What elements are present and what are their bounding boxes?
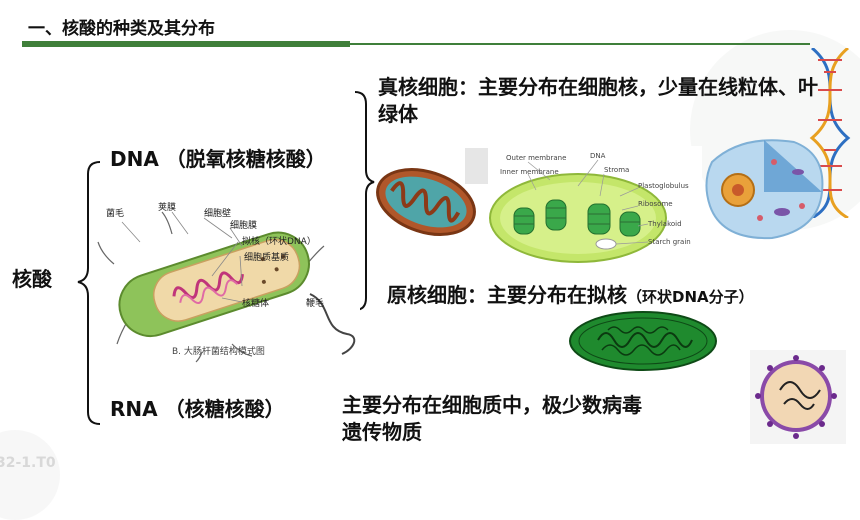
brace-lines xyxy=(77,91,375,425)
label-ribosome: 核糖体 xyxy=(242,297,269,309)
label-thylakoid: Thylakoid xyxy=(647,220,682,228)
label-outer-membrane: Outer membrane xyxy=(506,154,566,162)
nucleic-acid-label: 核酸 xyxy=(12,267,52,291)
slide-title: 一、核酸的种类及其分布 xyxy=(28,19,215,39)
bottom-decoration-text: 32-1.T0 xyxy=(0,455,56,471)
label-cytoplasm: 细胞质基质 xyxy=(244,251,289,263)
label-ribosome-chloroplast: Ribosome xyxy=(638,200,673,208)
label-stroma: Stroma xyxy=(604,166,629,174)
label-capsule: 荚膜 xyxy=(158,201,176,213)
title-underline-bar xyxy=(22,41,350,47)
prokaryote-main-text: 原核细胞：主要分布在拟核 xyxy=(387,283,627,307)
rna-label: RNA （核糖核酸） xyxy=(110,397,285,421)
label-nucleoid: 拟核（环状DNA） xyxy=(242,235,316,247)
nucleoid-coil xyxy=(172,271,244,300)
prokaryote-distribution: 原核细胞：主要分布在拟核（环状DNA分子） xyxy=(387,282,754,311)
main-brace xyxy=(77,161,101,425)
label-flagellum: 鞭毛 xyxy=(306,297,324,309)
rna-distribution-text: 主要分布在细胞质中，极少数病毒遗传物质 xyxy=(342,393,642,444)
flagellum-tail xyxy=(309,293,356,355)
prokaryote-cell-image xyxy=(569,311,717,371)
dna-brace xyxy=(354,91,375,311)
label-inner-membrane: Inner membrane xyxy=(500,168,559,176)
label-plastoglobulus: Plastoglobulus xyxy=(638,182,689,190)
mitochondrion-image xyxy=(376,168,476,236)
label-flagellum-short: 菌毛 xyxy=(106,207,124,219)
virus-image xyxy=(750,350,846,444)
chloroplast-figure: Outer membrane DNA Inner membrane Stroma… xyxy=(488,146,702,264)
eukaryotic-cell-image xyxy=(705,139,824,240)
dna-label: DNA （脱氧核糖核酸） xyxy=(110,147,326,171)
eukaryote-distribution-text: 真核细胞：主要分布在细胞核，少量在线粒体、叶绿体 xyxy=(378,75,818,126)
label-dna: DNA xyxy=(590,152,606,160)
prokaryote-small-text: （环状DNA分子） xyxy=(627,288,754,306)
label-cell-membrane: 细胞膜 xyxy=(230,219,257,231)
label-starch-grain: Starch grain xyxy=(648,238,691,246)
bacterium-caption: B. 大肠杆菌结构模式图 xyxy=(172,345,265,357)
label-cell-wall: 细胞壁 xyxy=(204,207,231,219)
title-underline-line xyxy=(350,43,810,45)
bacterium-figure: 菌毛 荚膜 细胞壁 细胞膜 拟核（环状DNA） 细胞质基质 核糖体 鞭毛 B. … xyxy=(92,194,360,364)
